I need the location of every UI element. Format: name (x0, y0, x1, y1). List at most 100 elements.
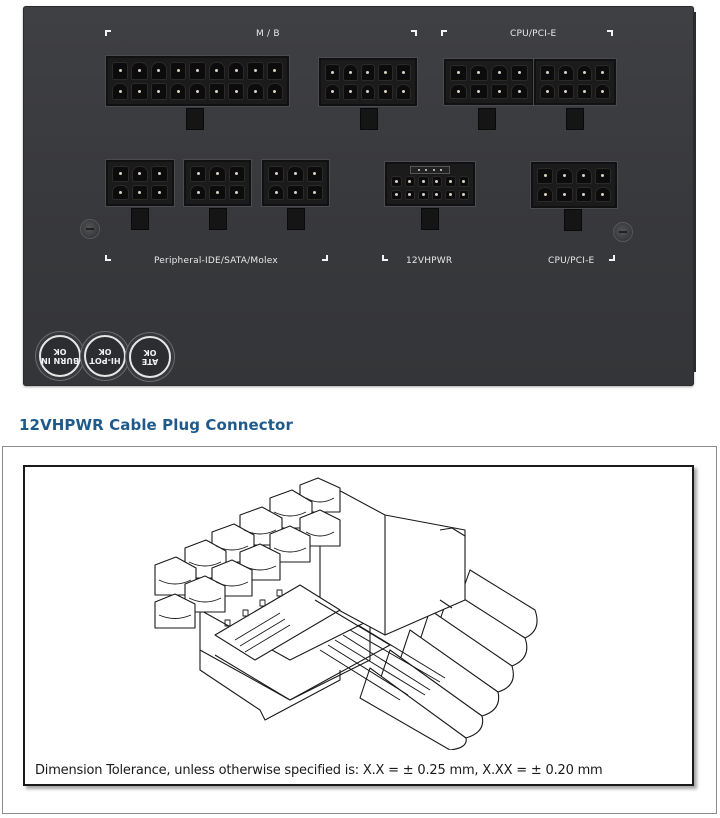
pin (404, 176, 415, 187)
terminal-cavities (154, 477, 341, 629)
bracket-peripheral-left (105, 255, 111, 261)
pin (131, 82, 148, 100)
12vhpwr-plug-drawing (154, 477, 538, 750)
pin (431, 176, 442, 187)
sense-pin (432, 169, 435, 171)
pin (306, 166, 323, 182)
pin (209, 166, 226, 182)
cpu-pcie-8pin-connector-3 (531, 162, 617, 208)
bracket-mb-left (105, 30, 111, 36)
pin (594, 83, 610, 99)
bracket-cpu-left (441, 30, 447, 36)
pin (189, 62, 206, 80)
pin (540, 83, 556, 99)
pin (556, 168, 573, 184)
pin (450, 65, 468, 81)
pin (576, 65, 592, 81)
pin (228, 166, 245, 182)
pin (510, 65, 528, 81)
pin (208, 82, 225, 100)
label-mb: M / B (256, 29, 280, 39)
section-title: 12VHPWR Cable Plug Connector (19, 416, 293, 434)
pin (445, 176, 456, 187)
pin (112, 166, 129, 182)
cable-group (359, 569, 538, 750)
pin (391, 189, 402, 200)
cpu-pcie-3-latch (564, 209, 582, 231)
pin (391, 176, 402, 187)
pin (575, 168, 592, 184)
qc-badge-line2: OK (143, 348, 157, 357)
pin (325, 64, 340, 81)
pin (287, 166, 304, 182)
bracket-12vhpwr-left (382, 255, 388, 261)
dimension-tolerance-note: Dimension Tolerance, unless otherwise sp… (35, 763, 603, 778)
pin (396, 83, 411, 100)
psu-modular-panel: M / B CPU/PCI-E (23, 6, 696, 386)
pin (431, 189, 442, 200)
sense-pin (425, 169, 428, 171)
pin (287, 184, 304, 200)
pin (112, 82, 129, 100)
cpu-pcie-1-latch (478, 108, 496, 130)
pin (594, 186, 611, 202)
12vhpwr-sense-pins (410, 166, 450, 174)
label-12vhpwr: 12VHPWR (406, 256, 453, 266)
qc-badge-burn-in: BURN IN OK (39, 335, 81, 377)
pin (150, 82, 167, 100)
sense-pin (440, 169, 443, 171)
pin (266, 82, 283, 100)
bracket-cpu-right (607, 30, 613, 36)
cpu-pcie-8pin-connector-1 (444, 59, 534, 105)
pin (450, 83, 468, 99)
qc-badge-hi-pot: HI-POT OK (84, 335, 126, 377)
pin (342, 83, 358, 100)
pin (418, 176, 429, 187)
peripheral-1-latch (131, 208, 149, 230)
pin (490, 65, 508, 81)
pin (247, 62, 264, 80)
pin (228, 82, 245, 100)
pin (537, 186, 554, 202)
screw-icon (613, 222, 633, 242)
pin (112, 184, 129, 200)
pin (556, 186, 573, 202)
label-peripheral: Peripheral-IDE/SATA/Molex (154, 256, 278, 266)
mb-10pin-latch (360, 108, 378, 130)
sense-wires (319, 624, 446, 701)
pin (151, 184, 168, 200)
qc-badge-line1: BURN IN (41, 356, 79, 365)
pin (418, 189, 429, 200)
pin (445, 189, 456, 200)
peripheral-6pin-connector-1 (106, 160, 174, 206)
pin (268, 166, 285, 182)
sense-latch-block (214, 584, 341, 661)
pin (458, 189, 469, 200)
pin (189, 82, 206, 100)
pin (558, 83, 574, 99)
peripheral-6pin-connector-2 (184, 160, 251, 206)
qc-badge-line1: ATE (141, 357, 159, 366)
sense-pin (417, 169, 420, 171)
pin (151, 166, 168, 182)
pin (306, 184, 323, 200)
mb-10pin-connector (319, 58, 417, 106)
pin (540, 65, 556, 81)
pin (190, 166, 207, 182)
pin (360, 64, 376, 81)
pin (576, 83, 592, 99)
qc-badge-line2: OK (98, 347, 112, 356)
pin (208, 62, 225, 80)
peripheral-6pin-connector-3 (262, 160, 329, 206)
pin (209, 184, 226, 200)
housing-front-edge (214, 599, 391, 701)
pin (470, 83, 488, 99)
pin (537, 168, 554, 184)
pin (558, 65, 574, 81)
qc-badge-line1: HI-POT (89, 356, 121, 365)
pin (458, 176, 469, 187)
pin (112, 62, 129, 80)
pin (170, 62, 187, 80)
pin (266, 62, 283, 80)
cavity-terminals (158, 497, 335, 619)
